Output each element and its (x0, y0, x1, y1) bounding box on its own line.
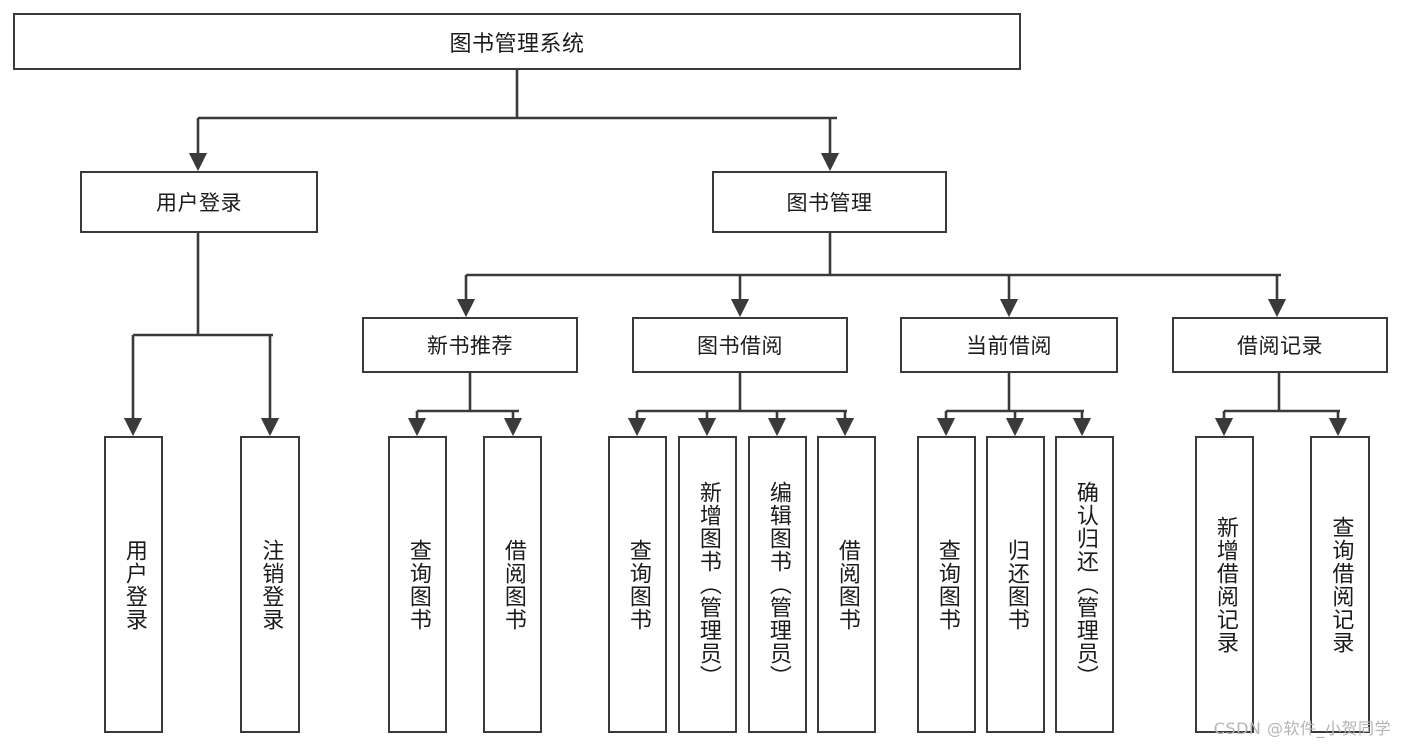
node-leaf-borrow-book-bb-label: 借阅图书 (834, 538, 860, 631)
node-book-manage[interactable]: 图书管理 (712, 171, 947, 233)
node-book-manage-label: 图书管理 (786, 191, 873, 215)
node-leaf-return-book[interactable]: 归还图书 (986, 436, 1045, 733)
node-leaf-query-record[interactable]: 查询借阅记录 (1310, 436, 1370, 733)
node-leaf-logout-label: 注销登录 (258, 538, 284, 631)
node-leaf-borrow-book-bb[interactable]: 借阅图书 (817, 436, 876, 733)
node-borrow-record[interactable]: 借阅记录 (1172, 317, 1388, 373)
node-root-label: 图书管理系统 (449, 31, 585, 57)
node-leaf-return-book-label: 归还图书 (1003, 538, 1029, 631)
node-leaf-query-book-bb[interactable]: 查询图书 (608, 436, 667, 733)
node-leaf-query-book-cb[interactable]: 查询图书 (917, 436, 976, 733)
node-leaf-query-book-rec[interactable]: 查询图书 (388, 436, 447, 733)
node-book-borrow-label: 图书借阅 (697, 334, 783, 358)
node-leaf-borrow-book-rec[interactable]: 借阅图书 (483, 436, 542, 733)
node-user-login-label: 用户登录 (156, 191, 242, 215)
node-leaf-query-record-label: 查询借阅记录 (1328, 515, 1354, 654)
node-current-borrow[interactable]: 当前借阅 (900, 317, 1118, 373)
node-leaf-confirm-return-label: 确认归还（管理员） (1072, 481, 1098, 688)
node-borrow-record-label: 借阅记录 (1237, 334, 1323, 358)
node-leaf-add-book-label: 新增图书（管理员） (695, 481, 721, 688)
node-leaf-add-record-label: 新增借阅记录 (1212, 515, 1238, 654)
node-leaf-edit-book-label: 编辑图书（管理员） (765, 481, 791, 688)
node-leaf-confirm-return[interactable]: 确认归还（管理员） (1055, 436, 1114, 733)
node-leaf-borrow-book-rec-label: 借阅图书 (500, 538, 526, 631)
watermark: CSDN @软件_小贺同学 (1213, 719, 1391, 738)
node-user-login[interactable]: 用户登录 (80, 171, 318, 233)
node-leaf-query-book-cb-label: 查询图书 (934, 538, 960, 631)
node-book-borrow[interactable]: 图书借阅 (632, 317, 848, 373)
node-new-book-rec-label: 新书推荐 (427, 334, 513, 358)
node-leaf-user-login-label: 用户登录 (121, 538, 147, 631)
node-leaf-add-book[interactable]: 新增图书（管理员） (678, 436, 737, 733)
node-leaf-query-book-rec-label: 查询图书 (405, 538, 431, 631)
node-leaf-add-record[interactable]: 新增借阅记录 (1195, 436, 1254, 733)
node-leaf-edit-book[interactable]: 编辑图书（管理员） (748, 436, 807, 733)
node-new-book-rec[interactable]: 新书推荐 (362, 317, 578, 373)
node-leaf-user-login[interactable]: 用户登录 (104, 436, 163, 733)
node-leaf-logout[interactable]: 注销登录 (240, 436, 300, 733)
node-leaf-query-book-bb-label: 查询图书 (625, 538, 651, 631)
node-root[interactable]: 图书管理系统 (13, 13, 1021, 70)
node-current-borrow-label: 当前借阅 (966, 334, 1052, 358)
